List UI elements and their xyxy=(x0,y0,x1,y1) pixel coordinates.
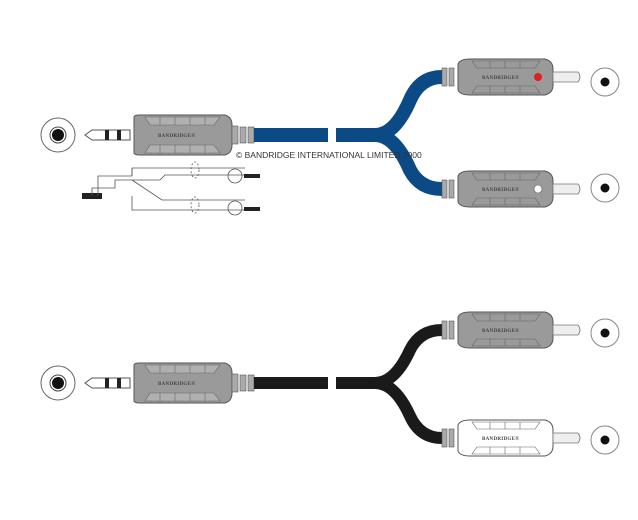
rca-socket-icon xyxy=(590,67,620,97)
blue-cable xyxy=(254,70,443,196)
rca-plug-grey: BANDRIDGE® xyxy=(441,311,581,349)
wiring-schematic xyxy=(82,161,245,216)
brand-label: BANDRIDGE® xyxy=(482,75,519,81)
white-marker-icon xyxy=(533,184,543,194)
plug-symbol-icon xyxy=(244,174,260,178)
brand-label: BANDRIDGE® xyxy=(482,328,519,334)
blue-cable-assembly: BANDRIDGE® BANDRIDGE® BANDRIDGE® © BANDR… xyxy=(40,58,620,216)
copyright-text: © BANDRIDGE INTERNATIONAL LIMITED 2000 xyxy=(236,150,422,160)
rca-socket-icon xyxy=(590,318,620,348)
stereo-socket-icon xyxy=(40,117,76,153)
rca-plug-red: BANDRIDGE® xyxy=(441,58,581,96)
rca-socket-icon xyxy=(590,173,620,203)
brand-label: BANDRIDGE® xyxy=(482,187,519,193)
rca-plug-white: BANDRIDGE® xyxy=(441,170,581,208)
jack-plug-icon: BANDRIDGE® xyxy=(84,114,255,156)
brand-label: BANDRIDGE® xyxy=(158,133,195,139)
brand-label: BANDRIDGE® xyxy=(158,381,195,387)
plug-symbol-icon xyxy=(244,207,260,211)
black-cable xyxy=(254,324,443,444)
black-cable-assembly: BANDRIDGE® BANDRIDGE® BANDRIDGE® xyxy=(40,311,620,457)
rca-plug-white-body: BANDRIDGE® xyxy=(441,419,581,457)
jack-plug-icon: BANDRIDGE® xyxy=(84,362,255,404)
red-marker-icon xyxy=(534,73,542,81)
rca-socket-icon xyxy=(590,425,620,455)
stereo-socket-icon xyxy=(40,365,76,401)
brand-label: BANDRIDGE® xyxy=(482,436,519,442)
